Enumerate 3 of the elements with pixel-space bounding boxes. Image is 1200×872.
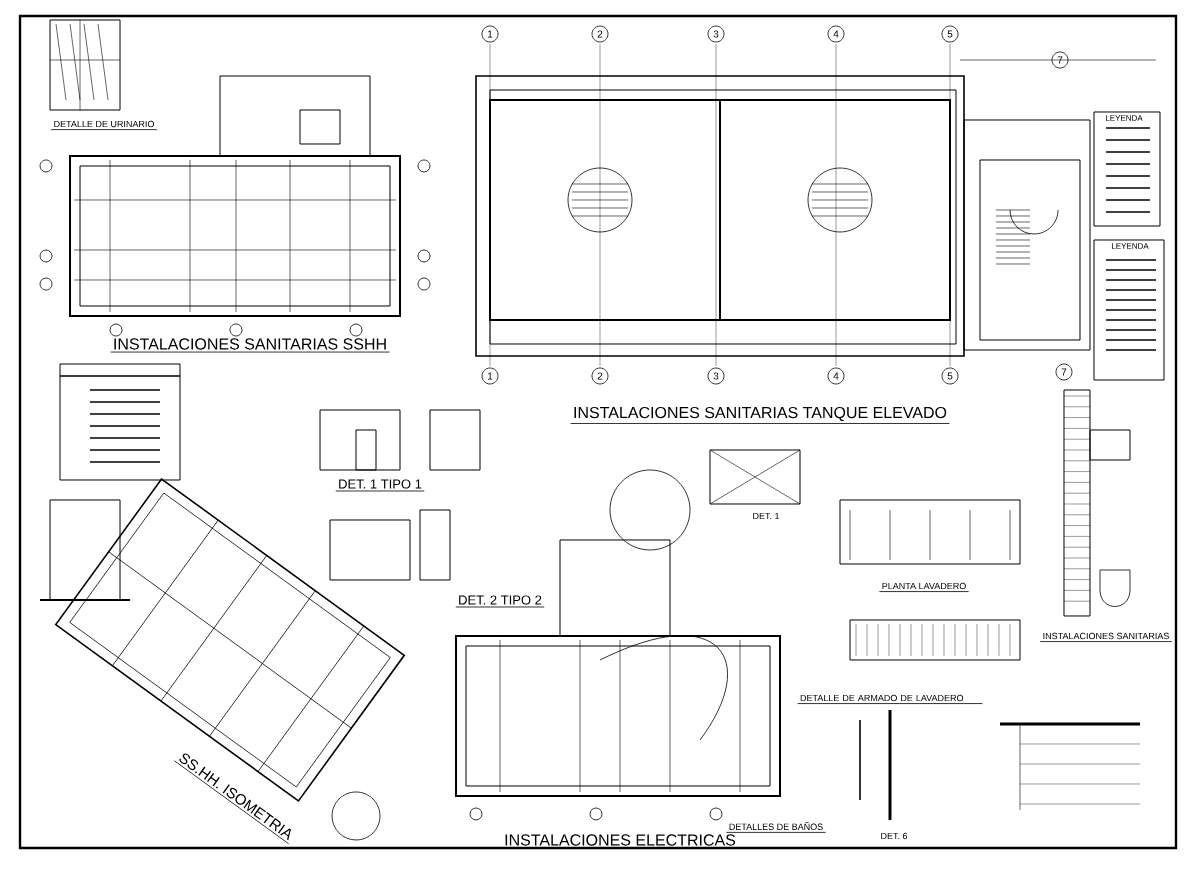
drawing-title: INSTALACIONES SANITARIAS SSHH xyxy=(110,338,390,353)
drawing-title: INSTALACIONES ELECTRICAS xyxy=(501,834,739,849)
drawing-title: INSTALACIONES SANITARIAS TANQUE ELEVADO xyxy=(570,406,950,424)
